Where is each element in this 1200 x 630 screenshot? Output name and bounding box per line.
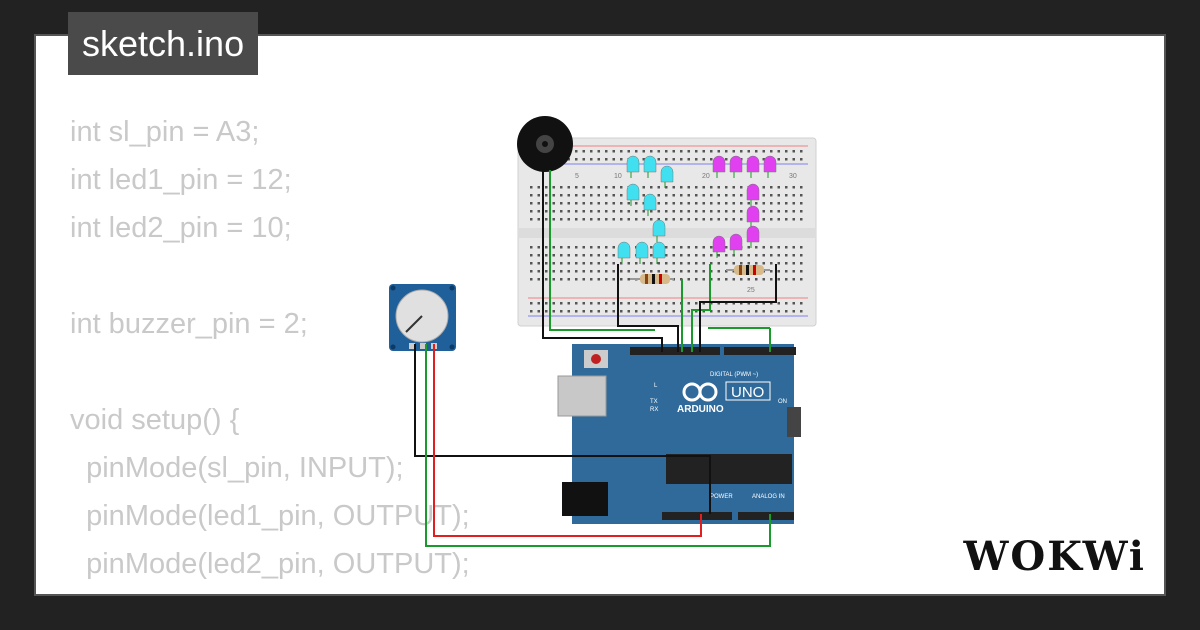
led-icon[interactable]	[763, 155, 777, 173]
led-icon[interactable]	[643, 155, 657, 173]
resistor-1[interactable]	[630, 274, 674, 284]
code-editor: int sl_pin = A3; int led1_pin = 12; int le…	[70, 108, 502, 594]
power-label: POWER	[710, 494, 733, 500]
led-group-1[interactable]	[617, 155, 674, 264]
col-label: 10	[614, 173, 622, 180]
board-logo: ARDUINO	[677, 404, 724, 415]
code-line: int sl_pin = A3;	[70, 116, 260, 148]
led-icon[interactable]	[746, 183, 760, 201]
l-label: L	[654, 383, 658, 389]
potentiometer[interactable]	[389, 284, 456, 351]
led-icon[interactable]	[635, 241, 649, 259]
col-label: 20	[702, 173, 710, 180]
code-line: pinMode(sl_pin, INPUT);	[70, 452, 404, 484]
col-label: 25	[747, 287, 755, 294]
analog-label: ANALOG IN	[752, 494, 785, 500]
code-line: int led1_pin = 12;	[70, 164, 292, 196]
buzzer[interactable]	[517, 116, 573, 172]
led-icon[interactable]	[729, 233, 743, 251]
rx-label: RX	[650, 407, 658, 413]
wires	[414, 170, 777, 547]
wokwi-logo: WOKWi	[963, 533, 1146, 580]
led-icon[interactable]	[626, 183, 640, 201]
led-icon[interactable]	[652, 219, 666, 237]
led-icon[interactable]	[746, 155, 760, 173]
digital-label: DIGITAL (PWM ~)	[710, 372, 758, 378]
led-group-2[interactable]	[712, 155, 777, 258]
usb-port	[557, 375, 607, 417]
tx-label: TX	[650, 399, 658, 405]
led-icon[interactable]	[643, 193, 657, 211]
code-line: int buzzer_pin = 2;	[70, 308, 308, 340]
reset-button[interactable]	[591, 354, 601, 364]
board-model: UNO	[731, 384, 764, 401]
led-icon[interactable]	[746, 205, 760, 223]
arduino-uno-board[interactable]: ARDUINO UNO DIGITAL (PWM ~) POWER ANALOG…	[557, 344, 801, 524]
led-icon[interactable]	[712, 235, 726, 253]
preview-card: int sl_pin = A3; int led1_pin = 12; int le…	[34, 34, 1166, 596]
code-line: pinMode(led1_pin, OUTPUT);	[70, 500, 470, 532]
microcontroller-chip	[666, 454, 792, 484]
col-label: 30	[789, 173, 797, 180]
file-name-tab[interactable]: sketch.ino	[68, 12, 259, 75]
on-label: ON	[778, 399, 787, 405]
code-line: int led2_pin = 10;	[70, 212, 292, 244]
led-icon[interactable]	[626, 155, 640, 173]
col-label: 5	[575, 173, 579, 180]
code-line: pinMode(led2_pin, OUTPUT);	[70, 548, 470, 580]
circuit-diagram: 5 10 20 25 30	[389, 116, 817, 547]
led-icon[interactable]	[652, 241, 666, 259]
led-icon[interactable]	[617, 241, 631, 259]
led-icon[interactable]	[712, 155, 726, 173]
led-icon[interactable]	[729, 155, 743, 173]
resistor-2[interactable]	[726, 265, 770, 275]
led-icon[interactable]	[746, 225, 760, 243]
led-icon[interactable]	[660, 165, 674, 183]
power-jack	[562, 482, 608, 516]
code-line: void setup() {	[70, 404, 240, 436]
